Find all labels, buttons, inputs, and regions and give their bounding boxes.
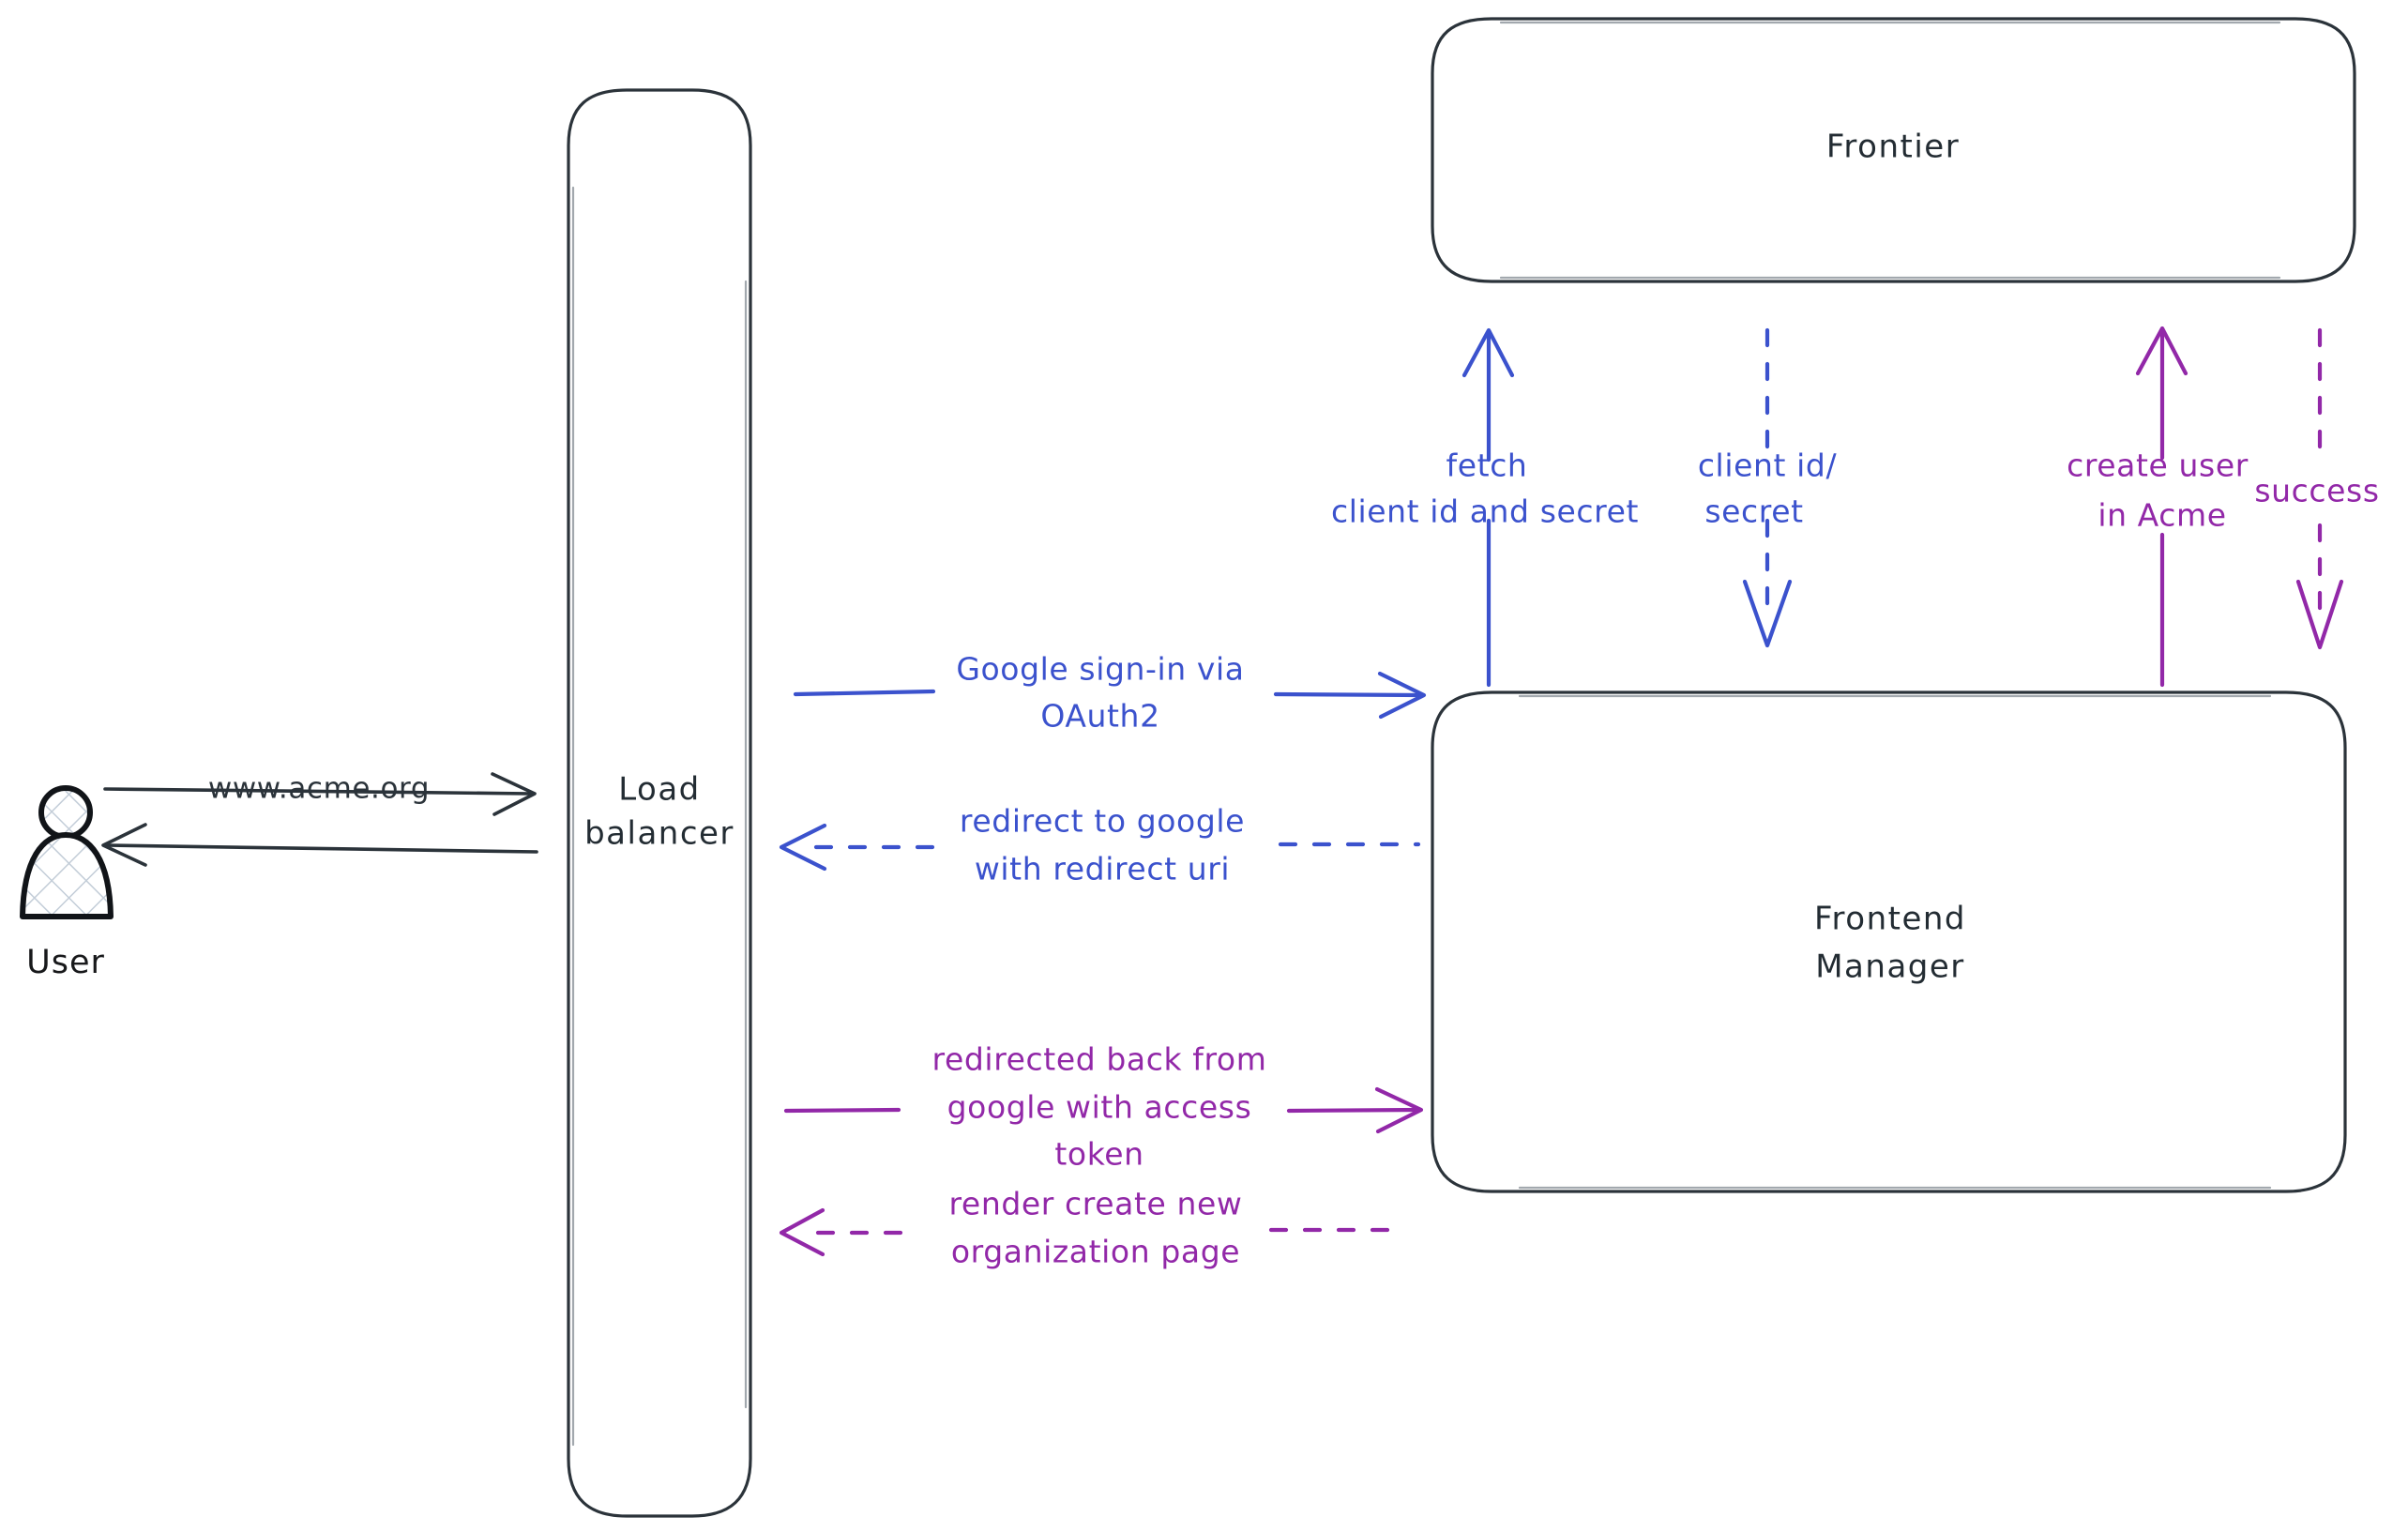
edge-label-success: success: [2254, 473, 2379, 509]
edge-label-line2: client id and secret: [1331, 493, 1639, 530]
edge-render-create-new-organization-page[interactable]: render create new organization page: [779, 1186, 1408, 1270]
arrow-head-left-icon: [779, 823, 827, 872]
node-label-line2: balancer: [584, 815, 735, 853]
edge-client-id-secret[interactable]: client id/ secret: [1698, 327, 1838, 648]
node-shape: [567, 88, 752, 1518]
arrow-head-down-icon: [2295, 579, 2344, 650]
edge-success[interactable]: success: [2254, 327, 2379, 650]
person-head-icon: [38, 785, 93, 840]
edge-label-line1: client id/: [1698, 447, 1838, 484]
edge-label-line3: token: [1054, 1136, 1143, 1173]
edge-load-balancer-to-user[interactable]: [101, 823, 538, 867]
actor-user-label: User: [26, 944, 105, 981]
edge-label-line1: Google sign-in via: [956, 651, 1244, 688]
edge-label-line2: OAuth2: [1040, 698, 1159, 735]
edge-redirect-to-google[interactable]: redirect to google with redirect uri: [779, 803, 1421, 887]
arrow-head-left-icon: [779, 1207, 825, 1257]
edge-label-line1: render create new: [948, 1186, 1242, 1222]
edge-line-left: [783, 1107, 901, 1114]
edge-user-to-load-balancer[interactable]: www.acme.org: [103, 772, 537, 816]
edge-label-line1: create user: [2067, 447, 2249, 484]
edge-label-line2: google with access: [947, 1089, 1252, 1126]
edge-create-user-in-acme[interactable]: create user in Acme: [2067, 326, 2249, 688]
person-body-icon: [20, 832, 114, 919]
edge-line: [104, 843, 538, 854]
node-label-frontier: Frontier: [1826, 129, 1960, 166]
edge-google-signin-oauth2[interactable]: Google sign-in via OAuth2: [793, 651, 1427, 735]
edge-line-left: [793, 689, 936, 697]
actor-user[interactable]: User: [20, 785, 114, 981]
edge-redirected-back-with-access-token[interactable]: redirected back from google with access …: [783, 1041, 1424, 1173]
arrow-head-up-icon: [2135, 326, 2188, 376]
node-label-line1: Load: [618, 771, 701, 809]
node-frontier[interactable]: Frontier: [1431, 17, 2356, 283]
node-load-balancer[interactable]: Load balancer: [567, 88, 752, 1518]
edge-label-acme-url: www.acme.org: [208, 772, 430, 806]
edge-label-line2: secret: [1704, 493, 1803, 530]
arrow-head-right-icon: [1374, 1086, 1424, 1134]
arrow-head-up-icon: [1461, 327, 1515, 378]
node-frontend-manager[interactable]: Frontend Manager: [1431, 690, 2347, 1193]
arrow-head-right-icon: [1377, 671, 1427, 720]
edge-label-line2: in Acme: [2098, 497, 2226, 534]
arrow-head-right-icon: [491, 772, 537, 816]
edge-label-line2: with redirect uri: [975, 851, 1230, 887]
node-shape: [1431, 690, 2347, 1193]
edge-line-right: [1273, 691, 1424, 698]
node-label-line1: Frontend: [1814, 901, 1966, 938]
node-label-line2: Manager: [1815, 948, 1965, 986]
edge-label-line2: organization page: [951, 1234, 1240, 1270]
edge-label-line1: redirect to google: [960, 803, 1245, 840]
edge-label-line1: redirected back from: [932, 1041, 1267, 1078]
edge-fetch-client-id-and-secret[interactable]: fetch client id and secret: [1331, 327, 1639, 688]
edge-label-line1: fetch: [1446, 447, 1528, 484]
edge-line: [103, 787, 533, 796]
arrow-head-left-icon: [101, 823, 147, 867]
arrow-head-down-icon: [1742, 579, 1793, 648]
edge-line-right: [1286, 1107, 1421, 1114]
node-shape: [1431, 17, 2356, 283]
